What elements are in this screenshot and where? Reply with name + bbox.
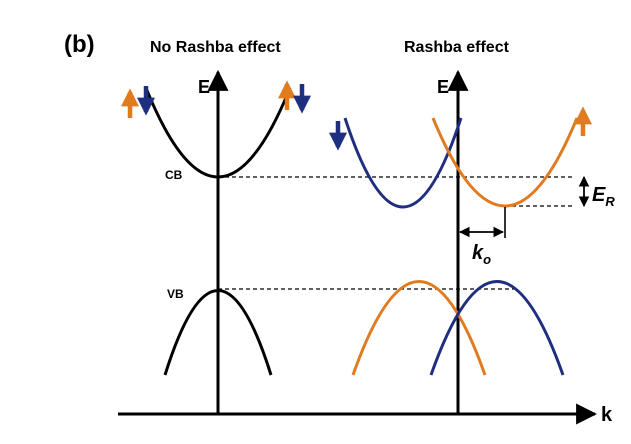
right-energy-axis-label: E bbox=[437, 77, 449, 97]
panel-label: (b) bbox=[64, 31, 95, 58]
rashba-spin-up-conduction-band bbox=[431, 117, 579, 208]
er-label-main: E bbox=[592, 184, 606, 206]
cb-label: CB bbox=[165, 168, 183, 182]
ko-label-sub: o bbox=[483, 252, 491, 267]
rashba-spin-up-valence-band bbox=[351, 280, 487, 376]
ko-label: ko bbox=[472, 242, 491, 267]
rashba-spin-down-valence-band bbox=[429, 280, 565, 376]
rashba-spin-down-conduction-band bbox=[343, 117, 463, 209]
right-title: Rashba effect bbox=[404, 39, 510, 56]
left-energy-axis-label: E bbox=[198, 77, 210, 97]
er-label-sub: R bbox=[605, 194, 615, 209]
no-rashba-valence-band bbox=[163, 289, 273, 376]
k-axis-label: k bbox=[601, 404, 613, 426]
vb-label: VB bbox=[167, 287, 184, 301]
left-title: No Rashba effect bbox=[150, 39, 281, 56]
ko-label-main: k bbox=[472, 242, 484, 264]
er-label: ER bbox=[592, 184, 615, 209]
